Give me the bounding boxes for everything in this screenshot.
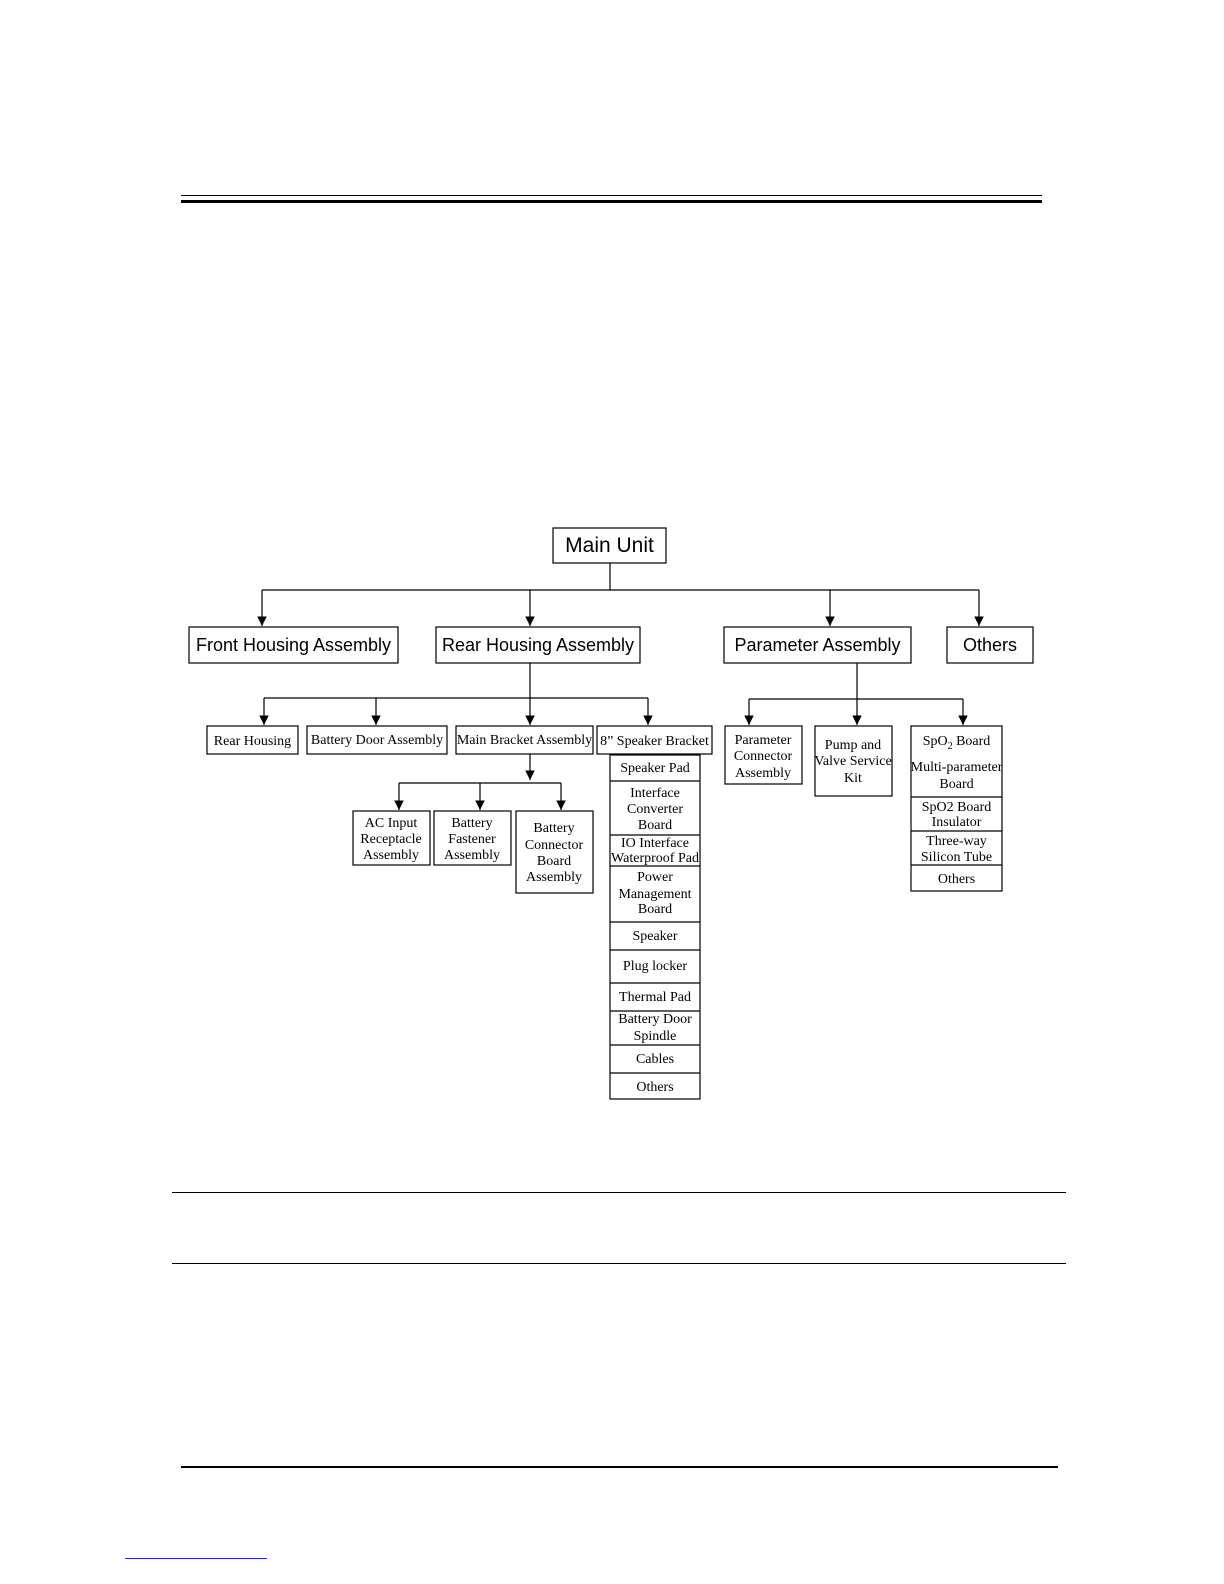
list-item-line: Spindle — [634, 1029, 677, 1044]
list-item-plug-locker: Plug locker — [623, 959, 687, 974]
node-rear-housing-assembly: Rear Housing Assembly — [435, 626, 641, 664]
list-item-line: Board — [953, 734, 991, 749]
list-item-spo2-board: SpO2 Board — [923, 734, 991, 752]
node-speaker-bracket: 8” Speaker Bracket — [596, 725, 713, 755]
node-speaker-bracket-label: 8” Speaker Bracket — [600, 734, 709, 749]
subscript: 2 — [948, 741, 953, 752]
node-others: Others — [946, 626, 1034, 664]
battery-fastener-label-line: Assembly — [444, 848, 500, 863]
header-rule-bottom — [181, 200, 1042, 203]
pump-valve-label-line: Kit — [844, 771, 862, 786]
node-parameter-label: Parameter Assembly — [734, 635, 900, 655]
node-battery-door-assembly: Battery Door Assembly — [306, 725, 448, 755]
battery-connector-label-line: Battery — [533, 821, 574, 836]
node-front-housing-label: Front Housing Assembly — [196, 635, 391, 655]
battery-connector-label-line: Board — [537, 854, 571, 869]
pump-valve-label-line: Valve Service — [814, 754, 891, 769]
list-item-line: Thermal Pad — [619, 990, 691, 1005]
list-item-line: Insulator — [932, 815, 982, 830]
list-item-line: Plug locker — [623, 959, 687, 974]
list-item-speaker: Speaker — [632, 929, 677, 944]
list-item-line: Waterproof Pad — [611, 851, 699, 866]
list-item-line: Interface — [630, 786, 680, 801]
list-item-line: Cables — [636, 1052, 674, 1067]
node-main-bracket-label: Main Bracket Assembly — [457, 733, 592, 748]
list-item-line: Speaker — [632, 929, 677, 944]
list-item-cables: Cables — [636, 1052, 674, 1067]
list-item-line: Others — [636, 1080, 673, 1095]
caption-rule-top — [172, 1192, 1066, 1193]
battery-fastener-label-line: Battery — [451, 816, 492, 831]
parameter-connector-label-line: Parameter — [735, 733, 792, 748]
node-main-bracket-assembly: Main Bracket Assembly — [455, 725, 594, 755]
battery-connector-label-line: Connector — [525, 838, 584, 853]
footer-rule — [181, 1466, 1058, 1468]
ac-input-label-line: AC Input — [365, 816, 418, 831]
list-item-line: Battery Door — [618, 1012, 692, 1027]
node-main-unit: Main Unit — [552, 527, 667, 564]
list-item-line: Others — [938, 872, 975, 887]
list-item-others: Others — [938, 872, 975, 887]
list-item-line: Silicon Tube — [921, 850, 992, 865]
caption-rule-bottom — [172, 1263, 1066, 1264]
list-item-thermal-pad: Thermal Pad — [619, 990, 691, 1005]
list-item-line: Management — [618, 887, 691, 902]
node-rear-housing-sub-label: Rear Housing — [214, 734, 291, 749]
node-main-unit-label: Main Unit — [565, 534, 654, 557]
list-item-line: SpO — [923, 734, 948, 749]
list-item-line: Board — [638, 818, 672, 833]
list-item-line: SpO2 Board — [922, 800, 992, 815]
list-item-others: Others — [636, 1080, 673, 1095]
list-item-line: Converter — [627, 802, 683, 817]
list-item-line: Board — [638, 902, 672, 917]
node-front-housing-assembly: Front Housing Assembly — [188, 626, 399, 664]
header-rule-top — [181, 195, 1042, 196]
list-item-line: Three-way — [926, 834, 987, 849]
ac-input-label-line: Assembly — [363, 848, 419, 863]
list-item-speaker-pad: Speaker Pad — [620, 761, 690, 776]
list-item-line: IO Interface — [621, 836, 689, 851]
node-parameter-assembly: Parameter Assembly — [723, 626, 912, 664]
connector-lines — [257, 563, 984, 810]
parameter-connector-label-line: Connector — [734, 749, 793, 764]
list-item-line: Power — [637, 870, 673, 885]
ac-input-label-line: Receptacle — [360, 832, 421, 847]
hyperlink-underline[interactable] — [125, 1558, 267, 1559]
node-rear-housing: Rear Housing — [206, 725, 299, 755]
list-item-line: Speaker Pad — [620, 761, 690, 776]
list-item-line: Multi-parameter — [911, 760, 1003, 775]
list-item-line: Board — [939, 777, 973, 792]
parameter-connector-label-line: Assembly — [735, 766, 791, 781]
battery-fastener-label-line: Fastener — [448, 832, 496, 847]
battery-connector-label-line: Assembly — [526, 870, 582, 885]
pump-valve-label-line: Pump and — [825, 738, 881, 753]
node-others-label: Others — [963, 635, 1017, 655]
node-rear-housing-label: Rear Housing Assembly — [442, 635, 634, 655]
node-battery-door-label: Battery Door Assembly — [311, 733, 443, 748]
